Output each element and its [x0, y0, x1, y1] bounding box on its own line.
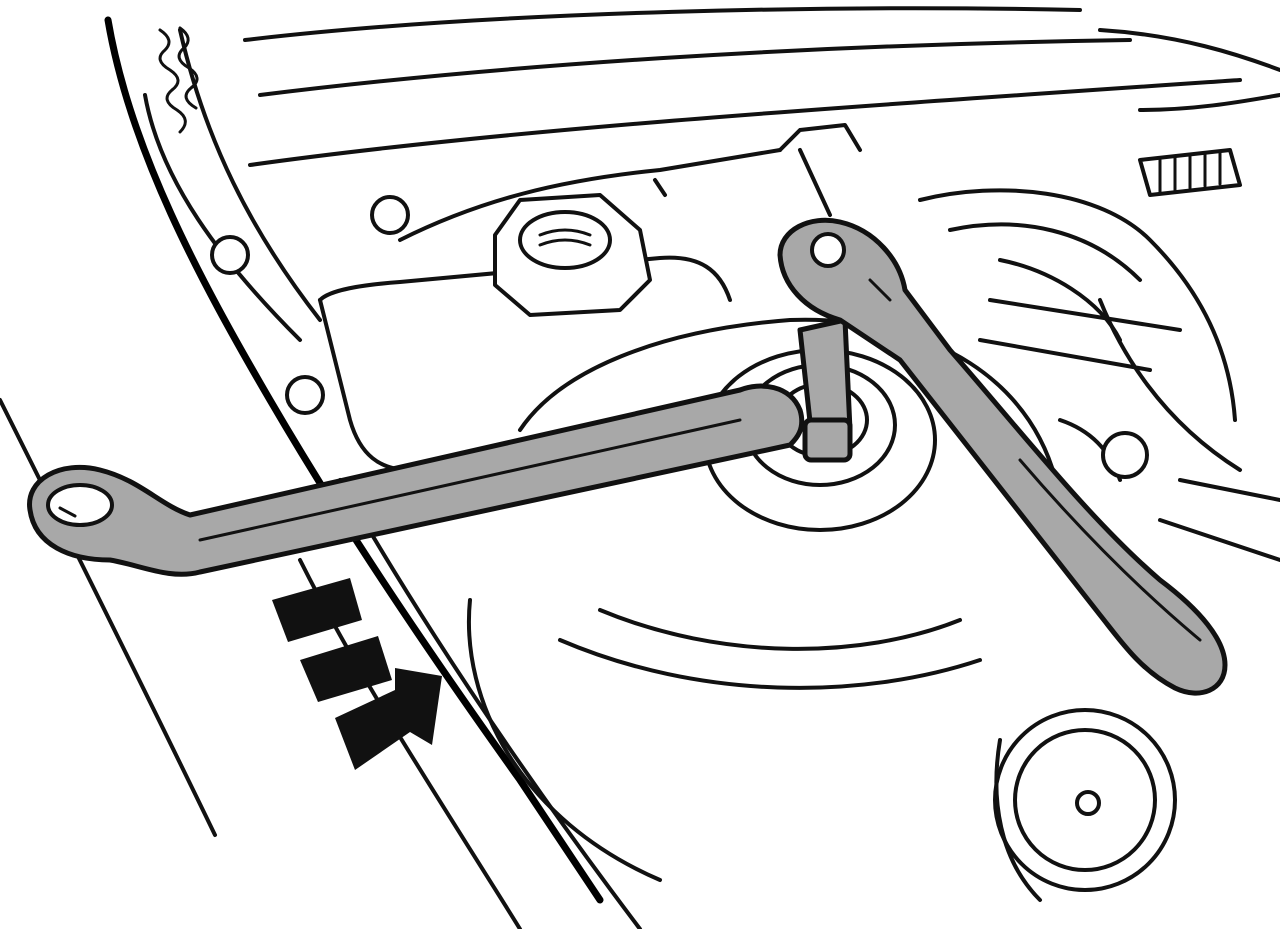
pulley [993, 708, 1177, 902]
ring-wrench-icon [27, 383, 805, 577]
engine-components [918, 148, 1280, 562]
socket-extension [797, 317, 853, 463]
down-left-arrow-icon [272, 578, 442, 770]
fender-bolts [210, 195, 410, 415]
ratchet-handle-icon [777, 217, 1228, 696]
hood-outline [243, 6, 1280, 167]
reservoir-cap [493, 193, 652, 317]
